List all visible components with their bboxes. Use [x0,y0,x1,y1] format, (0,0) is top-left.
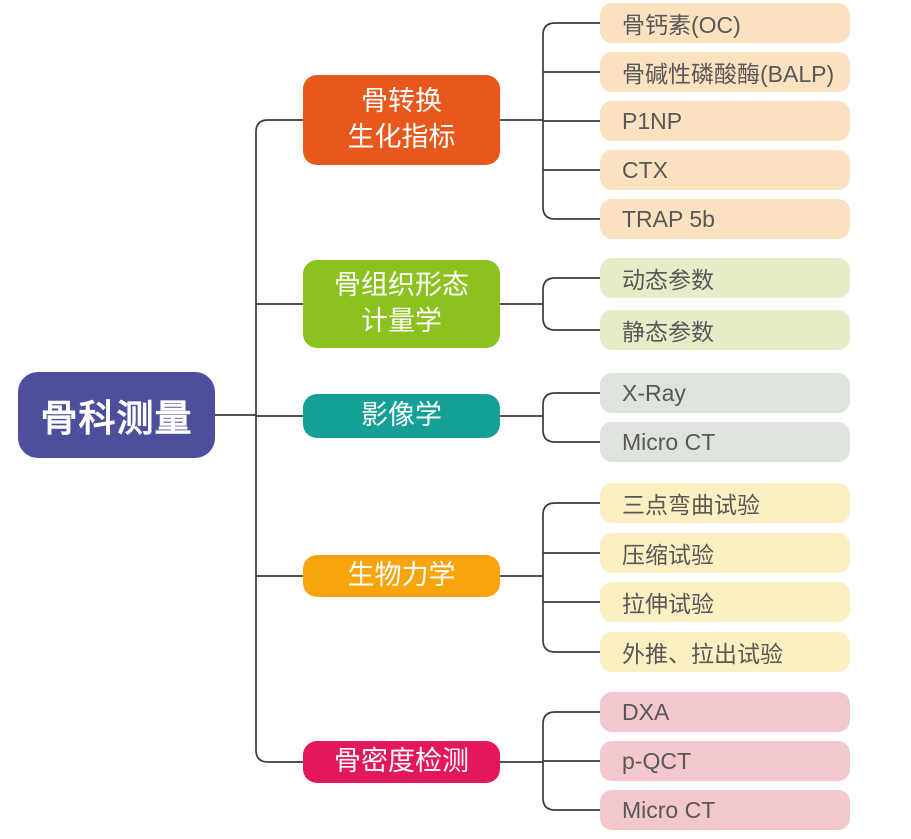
leaf-dynamic-parameters: 动态参数 [600,258,850,298]
leaf-balp: 骨碱性磷酸酶(BALP) [600,52,850,92]
leaf-osteocalcin: 骨钙素(OC) [600,3,850,43]
leaf-p1np: P1NP [600,101,850,141]
leaf-trap5b: TRAP 5b [600,199,850,239]
leaf-xray: X-Ray [600,373,850,413]
leaf-dxa: DXA [600,692,850,732]
branch-bone-turnover-biomarkers: 骨转换 生化指标 [303,75,500,165]
leaf-pqct: p-QCT [600,741,850,781]
leaf-static-parameters: 静态参数 [600,310,850,350]
root-node-orthopedic-measurement: 骨科测量 [18,372,215,458]
leaf-three-point-bending-test: 三点弯曲试验 [600,483,850,523]
leaf-pushout-pullout-test: 外推、拉出试验 [600,632,850,672]
branch-bone-histomorphometry: 骨组织形态 计量学 [303,260,500,348]
branch-bone-density-testing: 骨密度检测 [303,741,500,783]
branch-biomechanics: 生物力学 [303,555,500,597]
leaf-micro-ct: Micro CT [600,422,850,462]
leaf-compression-test: 压缩试验 [600,533,850,573]
leaf-ctx: CTX [600,150,850,190]
leaf-micro-ct-2: Micro CT [600,790,850,830]
leaf-tensile-test: 拉伸试验 [600,582,850,622]
branch-imaging: 影像学 [303,394,500,438]
